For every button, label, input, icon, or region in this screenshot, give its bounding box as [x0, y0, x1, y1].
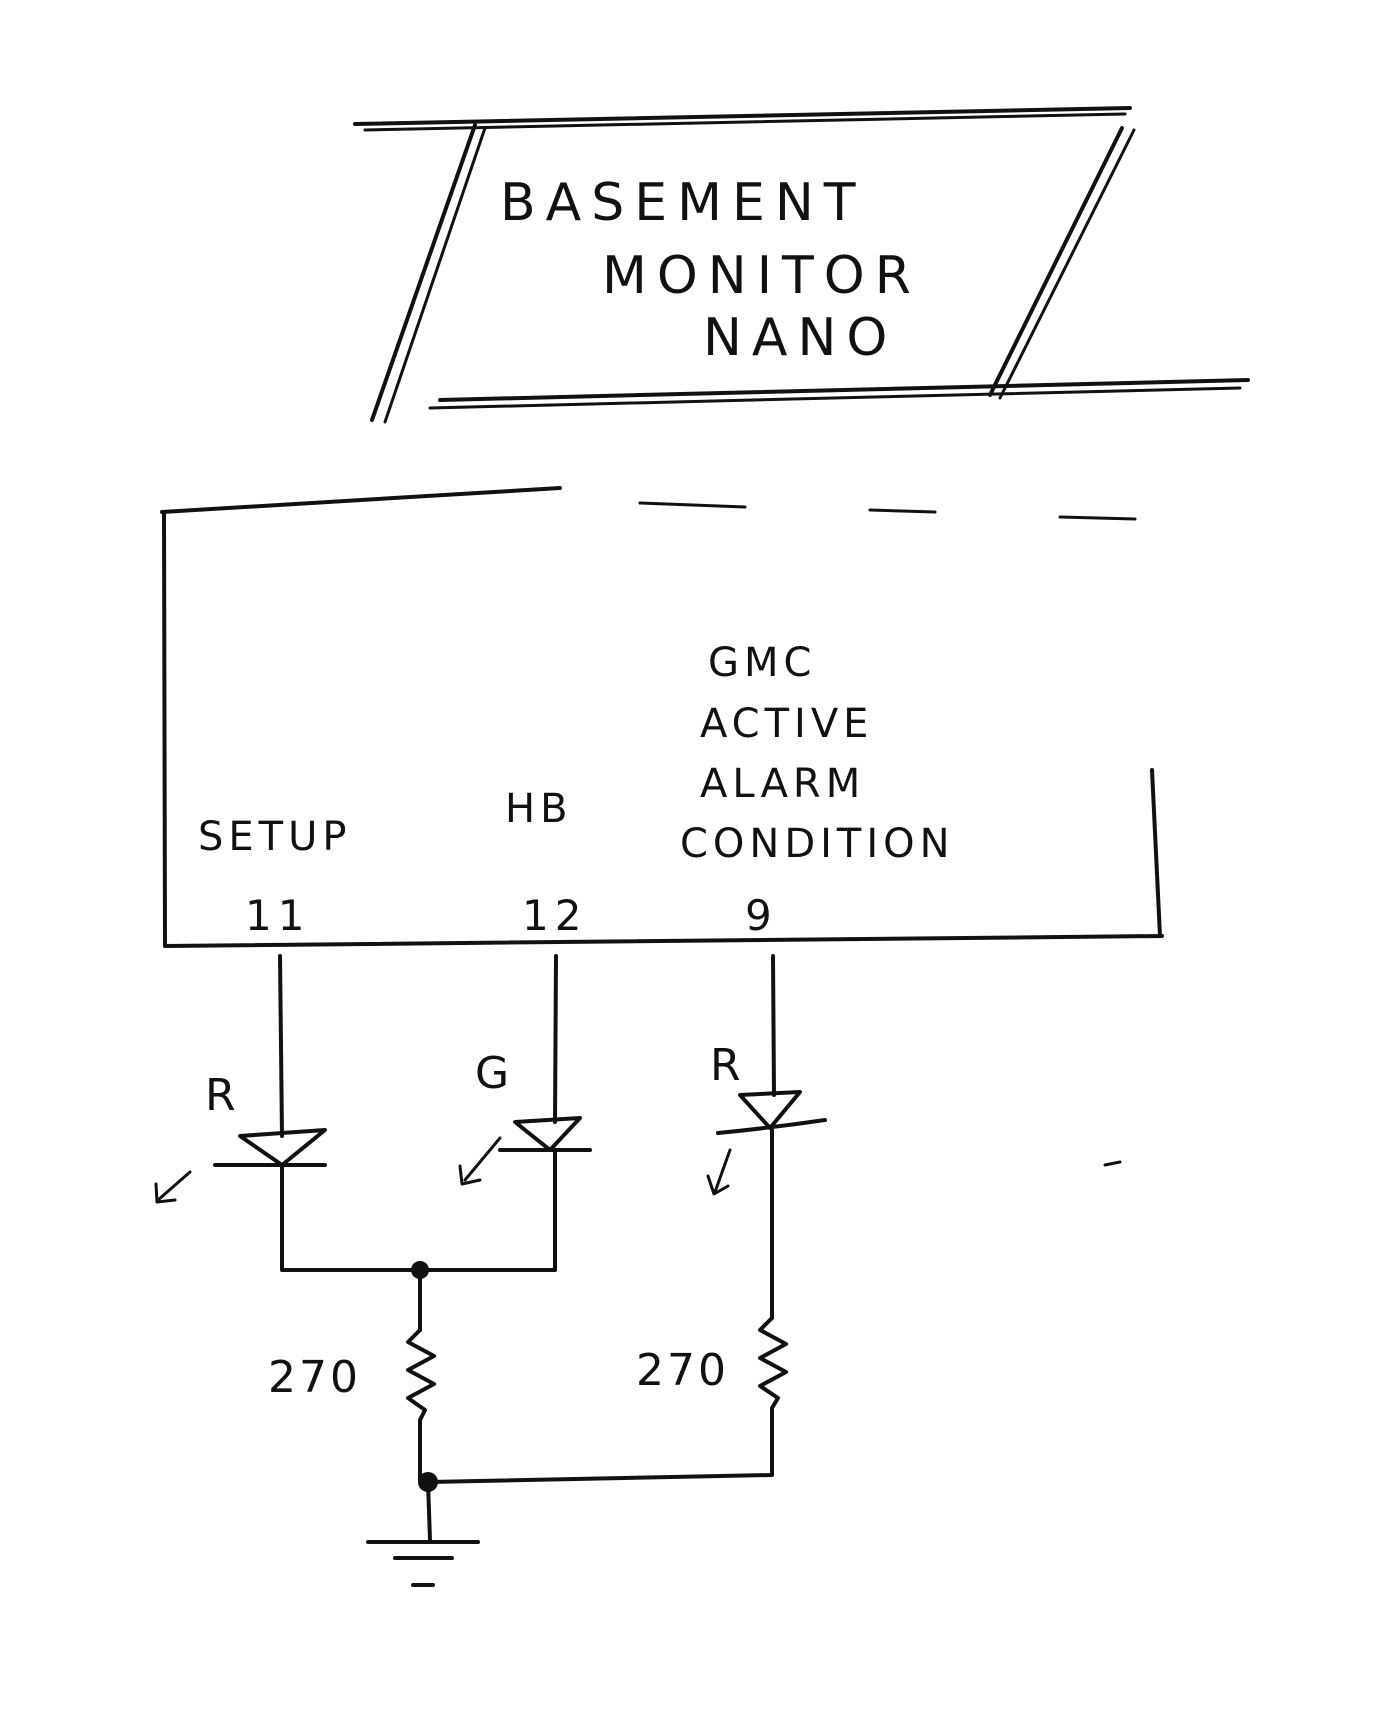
resistor-right-value: 270: [636, 1345, 729, 1396]
pin-12-label: 12: [522, 891, 587, 940]
wire-to-ground: [426, 1480, 432, 1542]
hb-label: HB: [505, 786, 573, 832]
board-top-dash-1: [638, 501, 747, 509]
gmc-label: GMC: [708, 640, 816, 686]
board-top-edge: [160, 486, 562, 514]
pin-9-label: 9: [745, 891, 778, 940]
led-hb-triangle: [513, 1116, 582, 1152]
title-parallelogram: [353, 106, 1250, 424]
led-hb: [458, 1116, 592, 1186]
setup-label: SETUP: [198, 814, 352, 860]
resistor-right: [428, 1316, 788, 1484]
ground-icon: [366, 1540, 480, 1587]
title-bottom-edge: [438, 378, 1250, 402]
wire-pin-9: [771, 954, 776, 1097]
board-top-dash-2: [868, 508, 937, 514]
led-gmc: [706, 1090, 827, 1196]
led-setup-triangle: [238, 1128, 327, 1167]
title-line-1: BASEMENT: [500, 173, 866, 233]
led-gmc-color-label: R: [710, 1040, 744, 1091]
title-line-2: MONITOR: [602, 246, 921, 306]
wire-led-junction: [280, 1148, 557, 1272]
title-top-edge: [353, 106, 1132, 126]
led-hb-color-label: G: [475, 1048, 512, 1099]
board-outline: [160, 486, 1164, 948]
led-setup-light-arrow: [156, 1170, 192, 1202]
stray-mark: [1103, 1160, 1122, 1167]
wire-pin-11: [278, 954, 284, 1138]
arrow-head-icon: [706, 1174, 730, 1196]
title-left-edge: [370, 123, 477, 422]
alarm-label: ALARM: [700, 761, 865, 807]
wire-pin-12: [553, 954, 558, 1124]
active-label: ACTIVE: [700, 701, 873, 747]
resistor-left: [406, 1328, 436, 1482]
arrow-head-icon: [458, 1164, 482, 1186]
led-setup-color-label: R: [205, 1070, 239, 1121]
board-left-edge: [162, 512, 167, 948]
title-right-edge-double: [998, 128, 1136, 400]
led-setup: [154, 1128, 327, 1204]
led-gmc-triangle: [738, 1090, 802, 1130]
led-gmc-bar: [716, 1118, 827, 1135]
board-right-edge: [1150, 768, 1162, 938]
board-top-dash-3: [1058, 515, 1137, 521]
arrow-head-icon: [154, 1182, 177, 1204]
condition-label: CONDITION: [680, 821, 955, 867]
led-gmc-light-arrow: [713, 1148, 732, 1194]
led-hb-light-arrow: [463, 1136, 502, 1182]
title-right-edge: [988, 126, 1124, 397]
resistor-left-value: 270: [268, 1352, 361, 1403]
title-bottom-edge-double: [428, 386, 1242, 410]
title-line-3: NANO: [703, 308, 897, 368]
title-top-edge-double: [363, 112, 1127, 132]
title-left-edge-double: [383, 126, 487, 424]
pin-11-label: 11: [245, 891, 310, 940]
board-bottom-edge: [163, 934, 1164, 948]
